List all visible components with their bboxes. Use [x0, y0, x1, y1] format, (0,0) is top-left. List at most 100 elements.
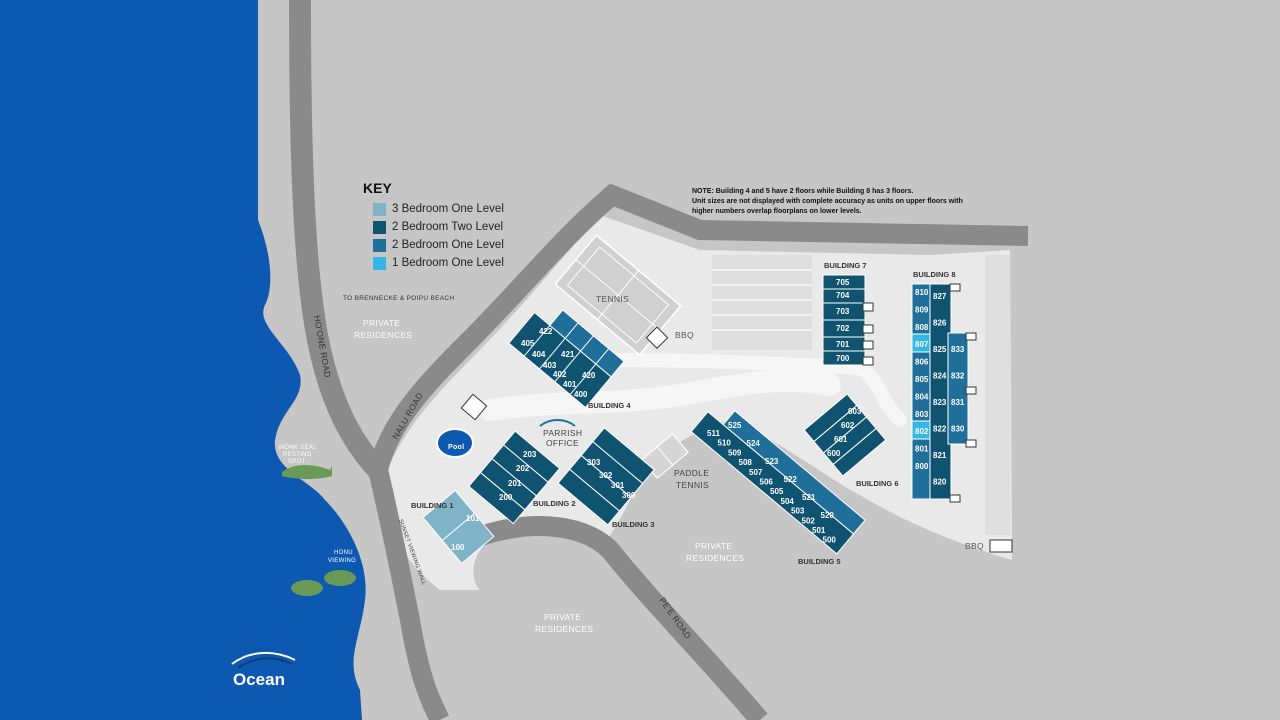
key-swatch: [373, 220, 386, 234]
unit-405-label: 405: [521, 339, 535, 348]
private-residences-3b-label: RESIDENCES: [535, 624, 593, 634]
unit-101-label: 101: [466, 514, 480, 523]
honu-label-1: HONU: [334, 550, 353, 556]
unit-525-label: 525: [728, 421, 742, 430]
nalu-road: [368, 183, 1029, 473]
unit-422-label: 422: [539, 327, 553, 336]
bbq-label-2: BBQ: [965, 541, 984, 551]
unit-503-label: 503: [791, 507, 805, 516]
unit-701-label: 701: [836, 340, 850, 349]
walkway-2: [593, 353, 907, 427]
building-8-label: BUILDING 8: [913, 270, 956, 279]
private-residences-1b-label: RESIDENCES: [354, 330, 412, 340]
pool: [436, 428, 474, 458]
unit-600-label: 600: [827, 449, 841, 458]
unit-521-label: 521: [802, 493, 816, 502]
unit-301-label: 301: [611, 481, 625, 490]
pool-label: Pool: [448, 444, 464, 451]
private-residences-2-label: PRIVATE: [695, 541, 732, 551]
unit-303-label: 303: [587, 458, 601, 467]
key-item-two-bedroom-two-level: 2 Bedroom Two Level: [363, 218, 504, 236]
unit-520-label: 520: [821, 511, 835, 520]
unit-831-label: 831: [951, 398, 965, 407]
unit-804-label: 804: [915, 392, 929, 401]
unit-200-label: 200: [499, 493, 513, 502]
unit-833-label: 833: [951, 345, 965, 354]
key-title: KEY: [363, 180, 392, 196]
paddle-label-2: TENNIS: [676, 480, 709, 490]
unit-832-label: 832: [951, 372, 965, 381]
unit-510-label: 510: [718, 439, 732, 448]
walkway: [479, 369, 841, 421]
unit-202-label: 202: [516, 464, 530, 473]
bbq-label-1: BBQ: [675, 330, 694, 340]
building-5-unit-labels: 5115105095085075065055045035025015005255…: [707, 421, 836, 545]
unit-509-label: 509: [728, 448, 742, 457]
unit-800-label: 800: [915, 462, 929, 471]
unit-803-label: 803: [915, 410, 929, 419]
map-key: KEY 3 Bedroom One Level 2 Bedroom Two Le…: [363, 180, 504, 272]
unit-807-label: 807: [915, 340, 929, 349]
building-3: [557, 427, 655, 526]
bbq-box-1: [645, 326, 669, 350]
building-2: [468, 430, 561, 525]
building-5: [690, 410, 866, 555]
key-swatch: [373, 256, 386, 270]
building-1: [422, 489, 495, 565]
private-residences-1-label: PRIVATE: [363, 318, 400, 328]
unit-302-label: 302: [599, 471, 613, 480]
unit-704-label: 704: [836, 291, 850, 300]
key-swatch: [373, 202, 386, 216]
building-1-label: BUILDING 1: [411, 501, 454, 510]
coastal-road: [368, 467, 449, 720]
pool-deck-box: [460, 393, 488, 421]
unit-523-label: 523: [765, 457, 779, 466]
unit-507-label: 507: [749, 468, 763, 477]
unit-808-label: 808: [915, 323, 929, 332]
building-4-label: BUILDING 4: [588, 401, 631, 410]
honu-label-2: VIEWING: [328, 558, 356, 564]
unit-100[interactable]: [441, 512, 495, 565]
building-8-unit-labels: 8108098088078068058048038028018008278268…: [915, 288, 965, 487]
building-6-label: BUILDING 6: [856, 479, 899, 488]
unit-824-label: 824: [933, 372, 947, 381]
unit-511-label: 511: [707, 429, 720, 438]
unit-702-label: 702: [836, 324, 850, 333]
ocean-area: [0, 0, 366, 720]
key-item-one-bedroom: 1 Bedroom One Level: [363, 254, 504, 272]
building-5-label: BUILDING 5: [798, 557, 841, 566]
map-note: NOTE: Building 4 and 5 have 2 floors whi…: [692, 187, 992, 217]
unit-501-label: 501: [812, 526, 826, 535]
unit-806-label: 806: [915, 358, 929, 367]
unit-825-label: 825: [933, 345, 947, 354]
pee-road: [466, 516, 768, 720]
unit-802-label: 802: [915, 427, 929, 436]
unit-703-label: 703: [836, 307, 850, 316]
unit-400-label: 400: [574, 390, 588, 399]
unit-522-label: 522: [784, 475, 798, 484]
turtle-icon-2: [324, 570, 356, 586]
tennis-court: [554, 234, 682, 356]
unit-420-label: 420: [582, 371, 596, 380]
monk-seal-label-2: RESTING: [283, 452, 312, 458]
hoone-road: [289, 0, 387, 478]
unit-402-label: 402: [553, 370, 567, 379]
key-item-two-bedroom-one-level: 2 Bedroom One Level: [363, 236, 504, 254]
building-6: [803, 393, 887, 477]
monk-seal-label-3: SPOT: [288, 459, 306, 465]
building-8: [911, 283, 977, 503]
building-4: [508, 309, 625, 409]
key-label: 3 Bedroom One Level: [392, 203, 504, 215]
key-item-three-bedroom: 3 Bedroom One Level: [363, 200, 504, 218]
unit-508-label: 508: [739, 458, 753, 467]
unit-506-label: 506: [760, 478, 774, 487]
tennis-label: TENNIS: [596, 294, 629, 304]
unit-404-label: 404: [532, 350, 546, 359]
unit-810-label: 810: [915, 288, 929, 297]
parrish-office-icon: [539, 419, 576, 427]
unit-505-label: 505: [770, 487, 784, 496]
unit-524-label: 524: [747, 439, 761, 448]
unit-809-label: 809: [915, 305, 929, 314]
ocean-wave-icon: [231, 651, 296, 665]
